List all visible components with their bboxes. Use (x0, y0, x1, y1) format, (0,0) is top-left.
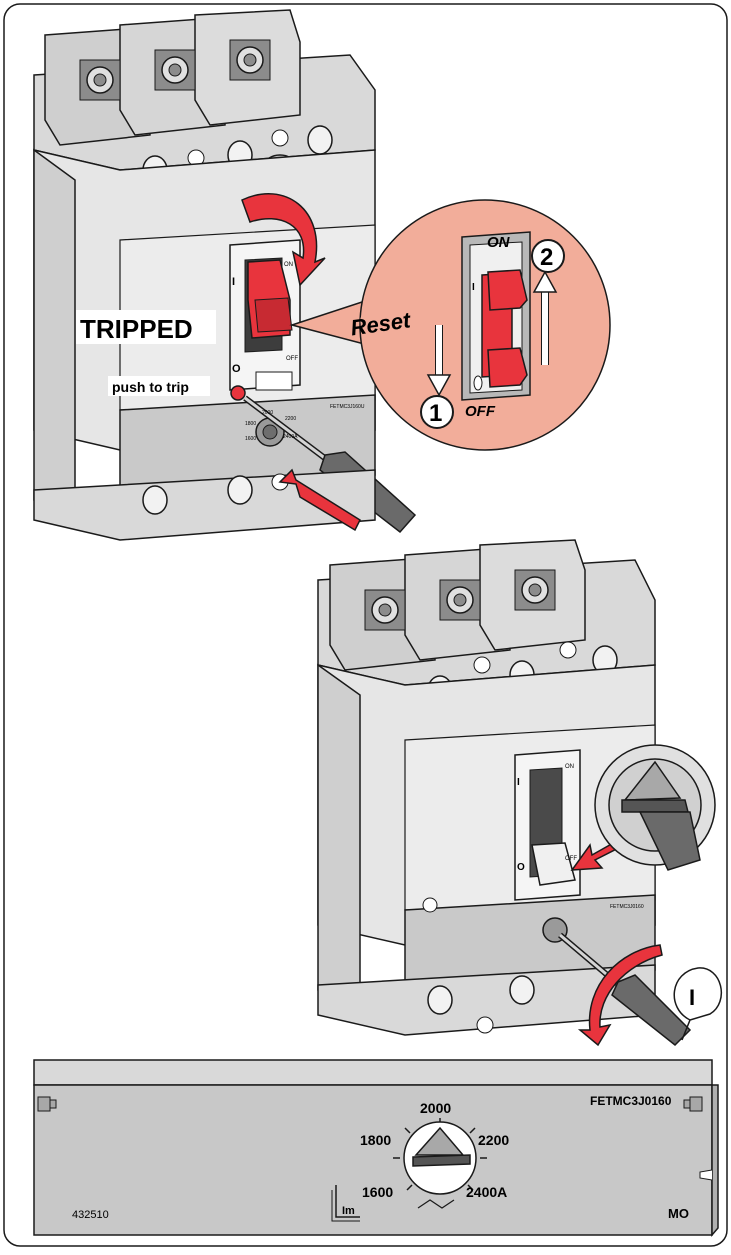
panel-left-latch (37, 1096, 51, 1112)
top-terminals (44, 9, 301, 146)
dial-value-right: 2200 (478, 1132, 509, 1148)
reset-on-label: ON (487, 234, 511, 251)
step-1-number: 1 (429, 400, 442, 427)
bottom-on-small: ON (565, 764, 574, 770)
push-to-trip-button[interactable] (230, 385, 246, 401)
bottom-off-small: OFF (565, 856, 577, 862)
dial-value-bottom-left: 1600 (362, 1184, 393, 1200)
push-arrow-icon (278, 468, 361, 532)
rotate-arrow-icon (577, 944, 663, 1047)
top-toggle-on-mark: I (232, 276, 235, 288)
reset-up-arrow-icon (532, 270, 558, 293)
bottom-plate-code: FETMC3J0160 (610, 904, 644, 910)
top-dial-1600: 1600 (245, 436, 256, 442)
top-plate-code: FETMC3J160U (330, 404, 365, 410)
trip-unit-plate (33, 1084, 713, 1236)
step-2-badge (531, 239, 565, 273)
top-off-small: OFF (286, 356, 298, 362)
top-toggle-off-mark: O (232, 363, 241, 375)
im-curve-icon (335, 1185, 360, 1218)
reset-down-arrow-icon (426, 374, 452, 397)
top-on-small: ON (284, 262, 293, 268)
panel-right-latch (689, 1096, 703, 1112)
panel-serial: 432510 (72, 1209, 109, 1221)
reset-toggle-on-mark: I (472, 282, 475, 293)
dial-value-left: 1800 (360, 1132, 391, 1148)
step-2-number: 2 (540, 244, 553, 271)
step-1-badge (420, 395, 454, 429)
panel-dial (393, 1118, 487, 1209)
top-dial-2000: 2000 (262, 410, 273, 416)
page-frame (3, 3, 728, 1247)
dial-value-top: 2000 (420, 1100, 451, 1116)
bottom-terminals (329, 539, 586, 671)
tripped-label: TRIPPED (80, 314, 193, 344)
bottom-toggle-off-mark: O (517, 862, 525, 873)
trip-unit-panel: 2000 1800 2200 1600 2400A Im FETMC3J0160… (33, 1059, 719, 1238)
reset-off-label: OFF (465, 403, 496, 420)
top-curved-arrow-icon (241, 193, 326, 287)
bottom-breaker: I O ON OFF FETMC3J0160 I (317, 539, 723, 1047)
panel-code: FETMC3J0160 (590, 1094, 672, 1108)
top-dial-2400: 2400A (283, 434, 298, 440)
bottom-toggle-on-mark: I (517, 777, 520, 788)
bottom-toggle-handle[interactable] (531, 842, 576, 886)
step-i-badge (673, 967, 723, 1041)
top-dial-1800: 1800 (245, 421, 256, 427)
dial-value-bottom-right: 2400A (466, 1184, 507, 1200)
top-breaker: I O ON OFF FETMC3J160U 1800 2000 2200 16… (33, 9, 417, 541)
reset-callout: I 2 1 ON OFF Reset (289, 199, 611, 451)
im-label: Im (342, 1205, 355, 1217)
top-dial-2200: 2200 (285, 416, 296, 422)
tripped-label-box (76, 310, 216, 344)
panel-mode: MO (668, 1206, 689, 1221)
step-i-label: I (689, 985, 695, 1010)
push-to-trip-label: push to trip (112, 379, 189, 395)
